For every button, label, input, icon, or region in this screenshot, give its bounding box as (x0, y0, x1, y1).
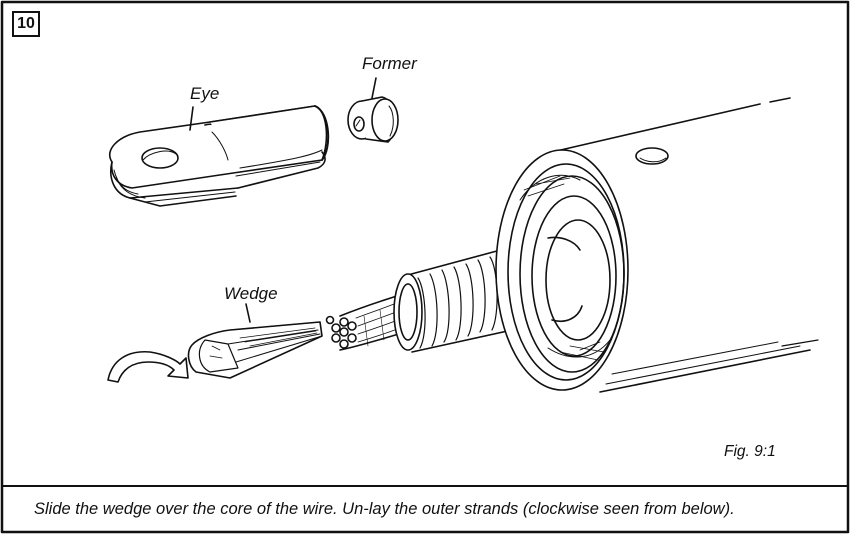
label-eye: Eye (190, 84, 220, 103)
eye-part (109, 105, 330, 207)
wedge-part (187, 321, 323, 379)
eye-leader (189, 106, 194, 131)
wedge-leader (245, 303, 251, 323)
former-leader (371, 77, 377, 99)
step-number-badge: 10 (12, 11, 40, 37)
figure-reference: Fig. 9:1 (724, 443, 776, 460)
label-former: Former (362, 54, 417, 73)
rotation-arrow-icon (107, 351, 189, 383)
former-part (347, 96, 399, 143)
socket-cylinder (495, 97, 811, 393)
label-wedge: Wedge (224, 284, 278, 303)
caption-text: Slide the wedge over the core of the wir… (34, 500, 735, 518)
